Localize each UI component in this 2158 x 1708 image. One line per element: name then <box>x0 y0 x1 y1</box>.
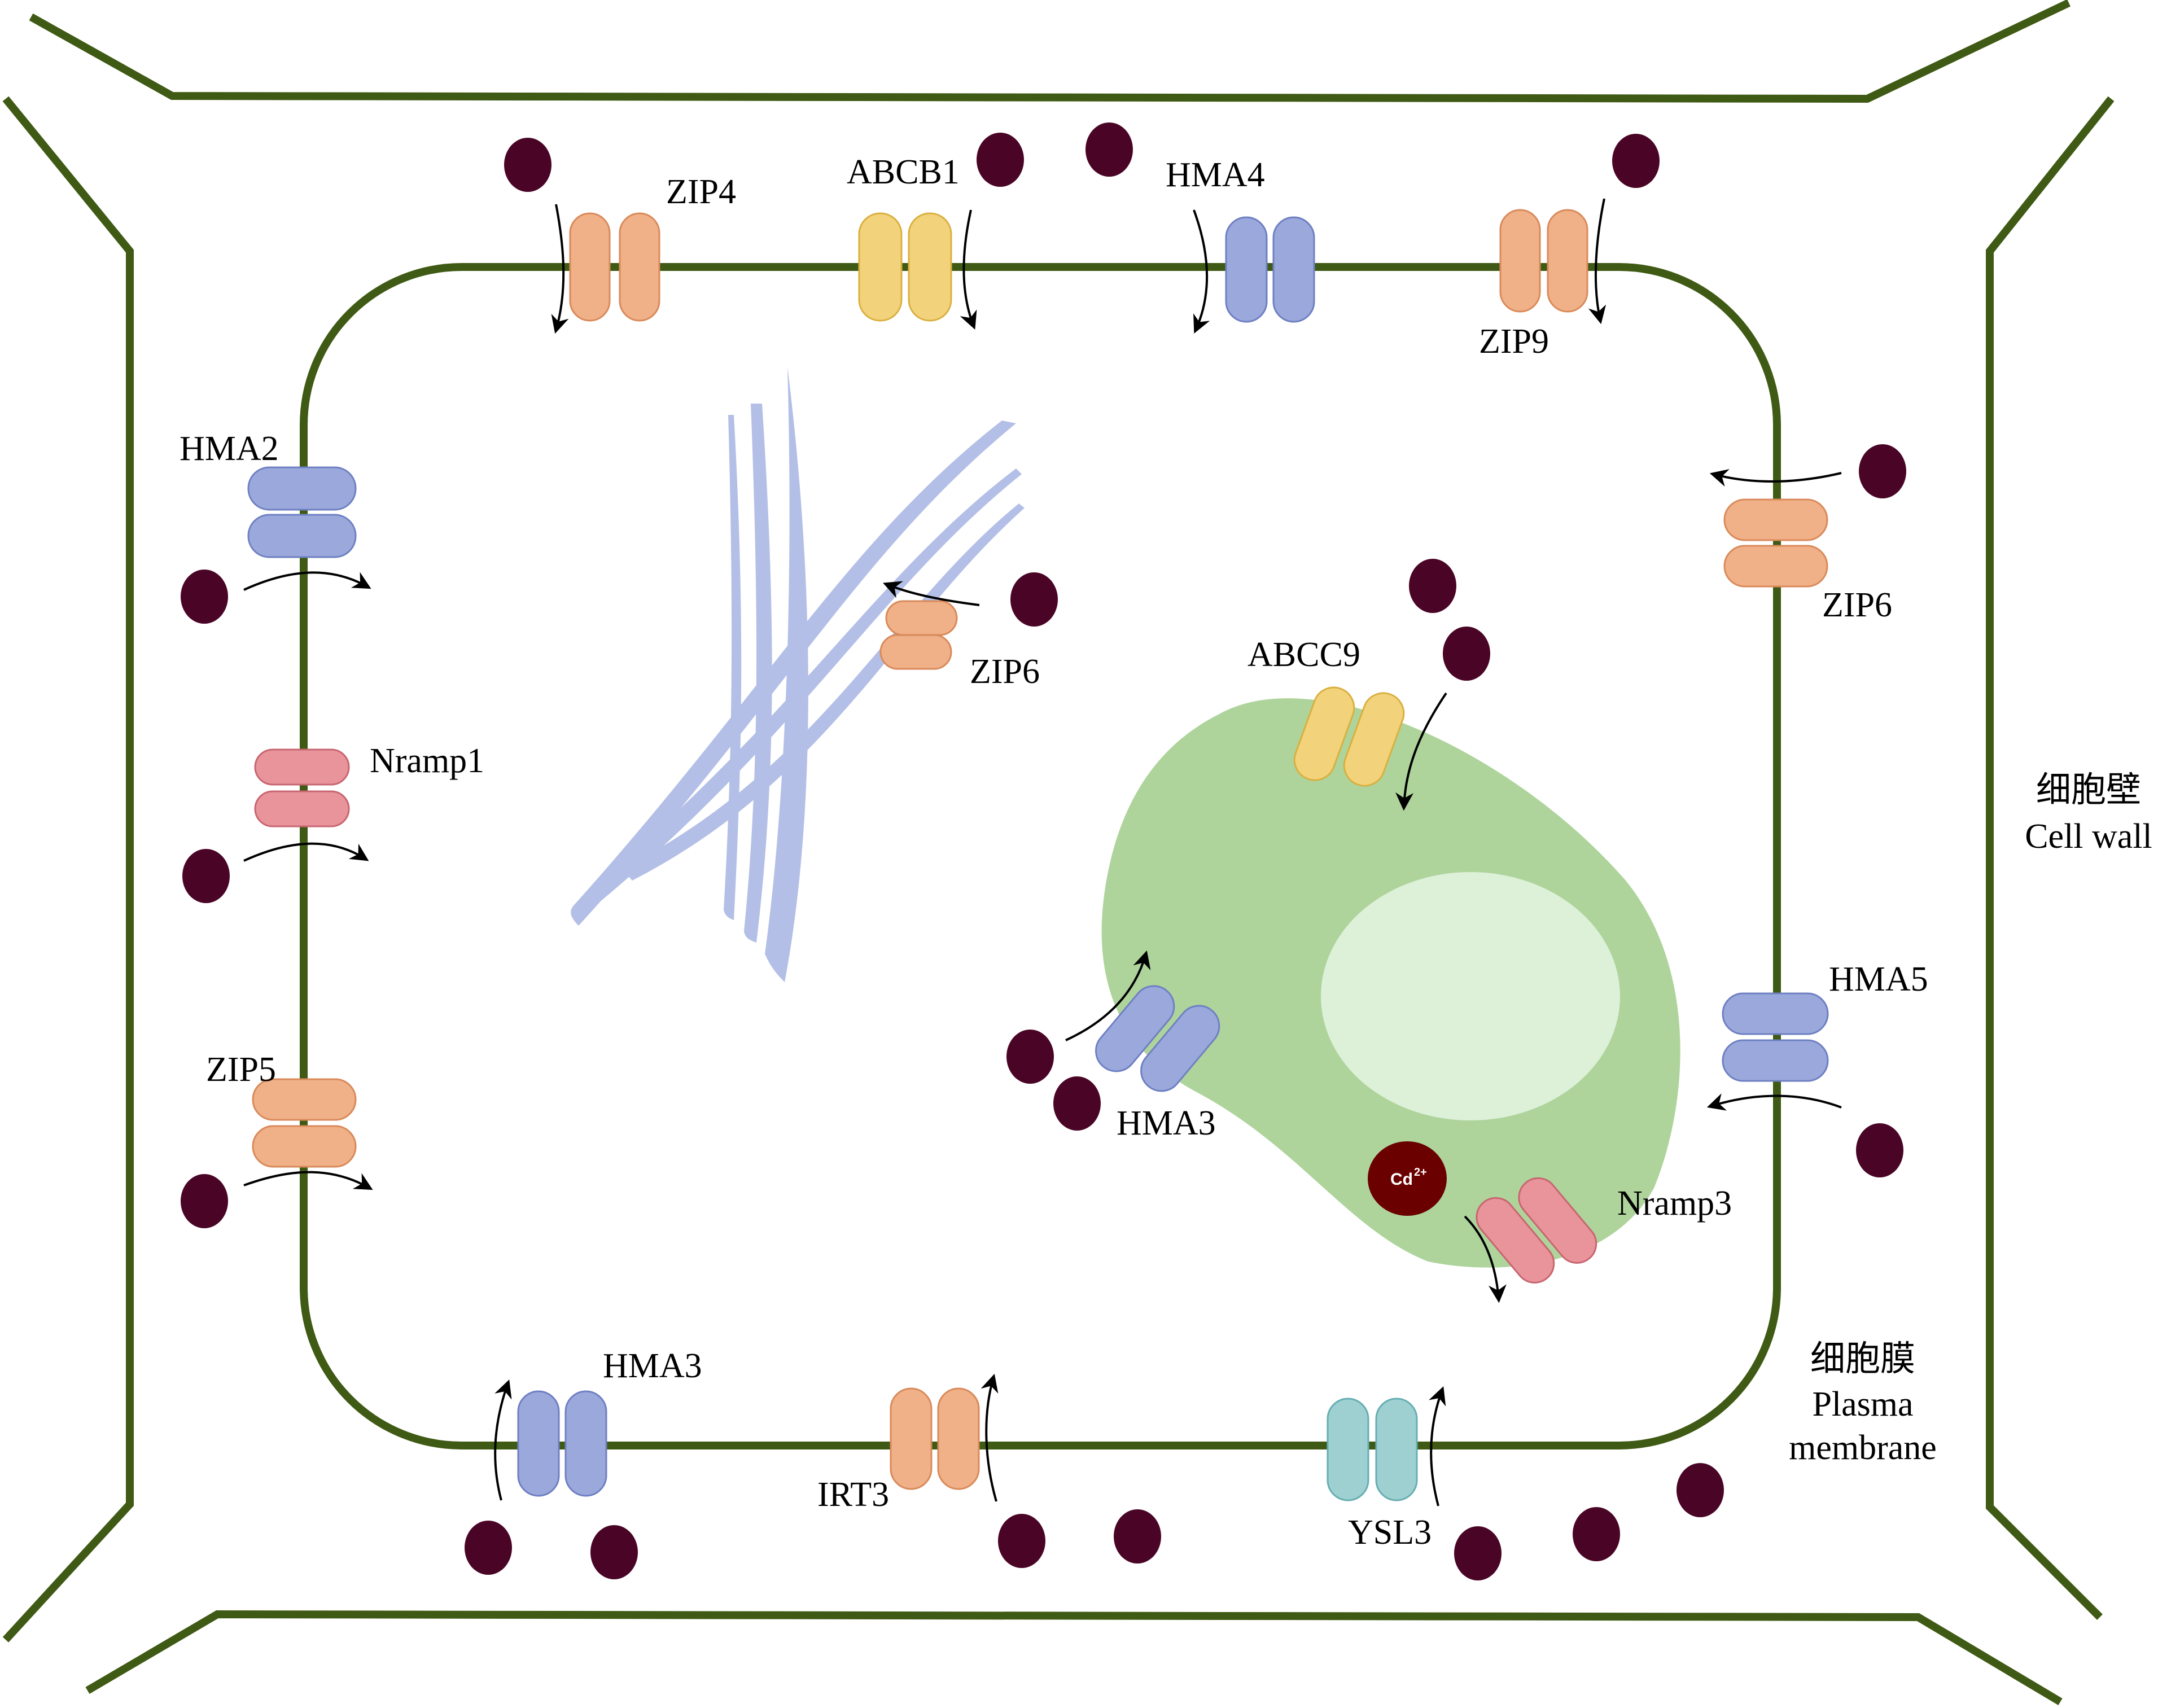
arrow-zip6-golgi <box>883 581 980 606</box>
label-cell-wall-en: Cell wall <box>2025 817 2152 856</box>
zip6-membrane-transporter[interactable] <box>1723 498 1828 588</box>
transporters <box>247 209 1829 1501</box>
arrow-irt3 <box>980 1373 999 1502</box>
cd-particle <box>1573 1507 1620 1561</box>
label-hma3-membrane: HMA3 <box>603 1347 702 1385</box>
label-plasma-membrane-en-2: membrane <box>1789 1429 1937 1467</box>
abcb1-transporter[interactable] <box>858 212 952 322</box>
label-nramp1: Nramp1 <box>370 742 484 780</box>
arrow-hma3-membrane <box>494 1379 512 1501</box>
label-abcc9: ABCC9 <box>1247 636 1360 674</box>
label-hma5: HMA5 <box>1829 960 1928 998</box>
cell-wall-top <box>29 0 2071 103</box>
cd-particle <box>504 138 551 192</box>
transporter-labels: ZIP4 ABCB1 HMA4 ZIP9 HMA2 Nramp1 ZIP5 ZI… <box>180 153 1928 1552</box>
arrow-hma4 <box>1193 209 1210 334</box>
cd-particle <box>1856 1123 1903 1177</box>
transport-arrows <box>243 198 1842 1506</box>
cd-particle <box>182 849 230 903</box>
cd-particle <box>1114 1509 1161 1564</box>
arrow-zip9 <box>1588 198 1607 325</box>
cd-particle <box>998 1514 1045 1568</box>
arrow-hma3-vacuole <box>1065 950 1151 1041</box>
label-nramp3: Nramp3 <box>1617 1184 1732 1223</box>
plasma-membrane <box>300 263 1781 1449</box>
cd-particle <box>1085 122 1133 177</box>
label-zip5: ZIP5 <box>206 1050 276 1089</box>
arrow-nramp3 <box>1464 1215 1507 1303</box>
cell-wall <box>2 0 2115 1706</box>
arrow-abcc9 <box>1395 692 1447 811</box>
hma4-transporter[interactable] <box>1225 216 1315 323</box>
arrow-hma5 <box>1706 1093 1842 1111</box>
label-zip6-membrane: ZIP6 <box>1822 586 1892 624</box>
cell-wall-bottom <box>85 1610 2063 1706</box>
arrow-zip4 <box>551 204 569 334</box>
cell-wall-right <box>1986 96 2115 1620</box>
cd-particle <box>1454 1526 1502 1580</box>
irt3-transporter[interactable] <box>890 1387 980 1490</box>
golgi-apparatus <box>571 367 1025 982</box>
zip6-golgi-transporter[interactable] <box>879 600 958 670</box>
nramp1-transporter[interactable] <box>254 748 350 827</box>
cd-particle <box>1859 444 1906 498</box>
label-hma2: HMA2 <box>180 430 279 468</box>
cd-particle <box>181 1174 228 1228</box>
cd-particle <box>1409 559 1456 613</box>
cadmium-particles <box>181 122 1906 1580</box>
label-cell-wall-cn: 细胞壁 <box>2036 771 2141 809</box>
abcc9-transporter[interactable] <box>1289 682 1410 791</box>
cd-particle <box>1443 627 1490 681</box>
zip4-transporter[interactable] <box>569 212 660 322</box>
cd-particle <box>181 570 228 624</box>
cd-particle <box>465 1521 512 1575</box>
label-hma4: HMA4 <box>1166 156 1265 194</box>
arrow-ysl3 <box>1429 1386 1446 1506</box>
cd-particle <box>590 1525 638 1579</box>
zip9-transporter[interactable] <box>1499 209 1588 313</box>
arrow-zip5 <box>243 1171 373 1190</box>
cd-ion-charge: 2+ <box>1414 1166 1427 1179</box>
cd-particle <box>1677 1463 1724 1517</box>
label-plasma-membrane-en-1: Plasma <box>1812 1385 1913 1424</box>
arrow-zip6-membrane <box>1709 469 1842 487</box>
arrow-hma2 <box>243 571 371 591</box>
label-zip6-golgi: ZIP6 <box>970 652 1040 691</box>
hma5-transporter[interactable] <box>1722 992 1829 1082</box>
label-irt3: IRT3 <box>817 1475 889 1514</box>
label-abcb1: ABCB1 <box>847 153 960 191</box>
label-zip4: ZIP4 <box>666 173 736 211</box>
cd-particle <box>1053 1076 1101 1131</box>
hma2-transporter[interactable] <box>247 466 357 558</box>
cd-particle <box>1010 572 1058 627</box>
cd-ion: Cd 2+ <box>1368 1141 1447 1216</box>
nramp3-transporter[interactable] <box>1469 1170 1604 1290</box>
arrow-abcb1 <box>960 209 977 330</box>
vacuole-inner-region <box>1321 872 1620 1120</box>
cd-ion-symbol: Cd <box>1390 1170 1413 1189</box>
arrow-nramp1 <box>243 842 369 862</box>
structure-labels: 细胞壁 Cell wall 细胞膜 Plasma membrane <box>1789 771 2152 1467</box>
cd-particle <box>977 133 1024 187</box>
cd-particle <box>1006 1030 1054 1084</box>
cell-wall-left <box>2 96 134 1643</box>
label-plasma-membrane-cn: 细胞膜 <box>1810 1340 1915 1378</box>
zip5-transporter[interactable] <box>252 1078 357 1168</box>
hma3-vacuole-transporter[interactable] <box>1088 978 1228 1099</box>
label-ysl3: YSL3 <box>1348 1513 1432 1552</box>
ysl3-transporter[interactable] <box>1327 1398 1418 1501</box>
hma3-membrane-transporter[interactable] <box>517 1390 607 1497</box>
label-zip9: ZIP9 <box>1479 322 1549 361</box>
cd-particle <box>1612 134 1660 188</box>
label-hma3-vacuole: HMA3 <box>1117 1104 1216 1142</box>
